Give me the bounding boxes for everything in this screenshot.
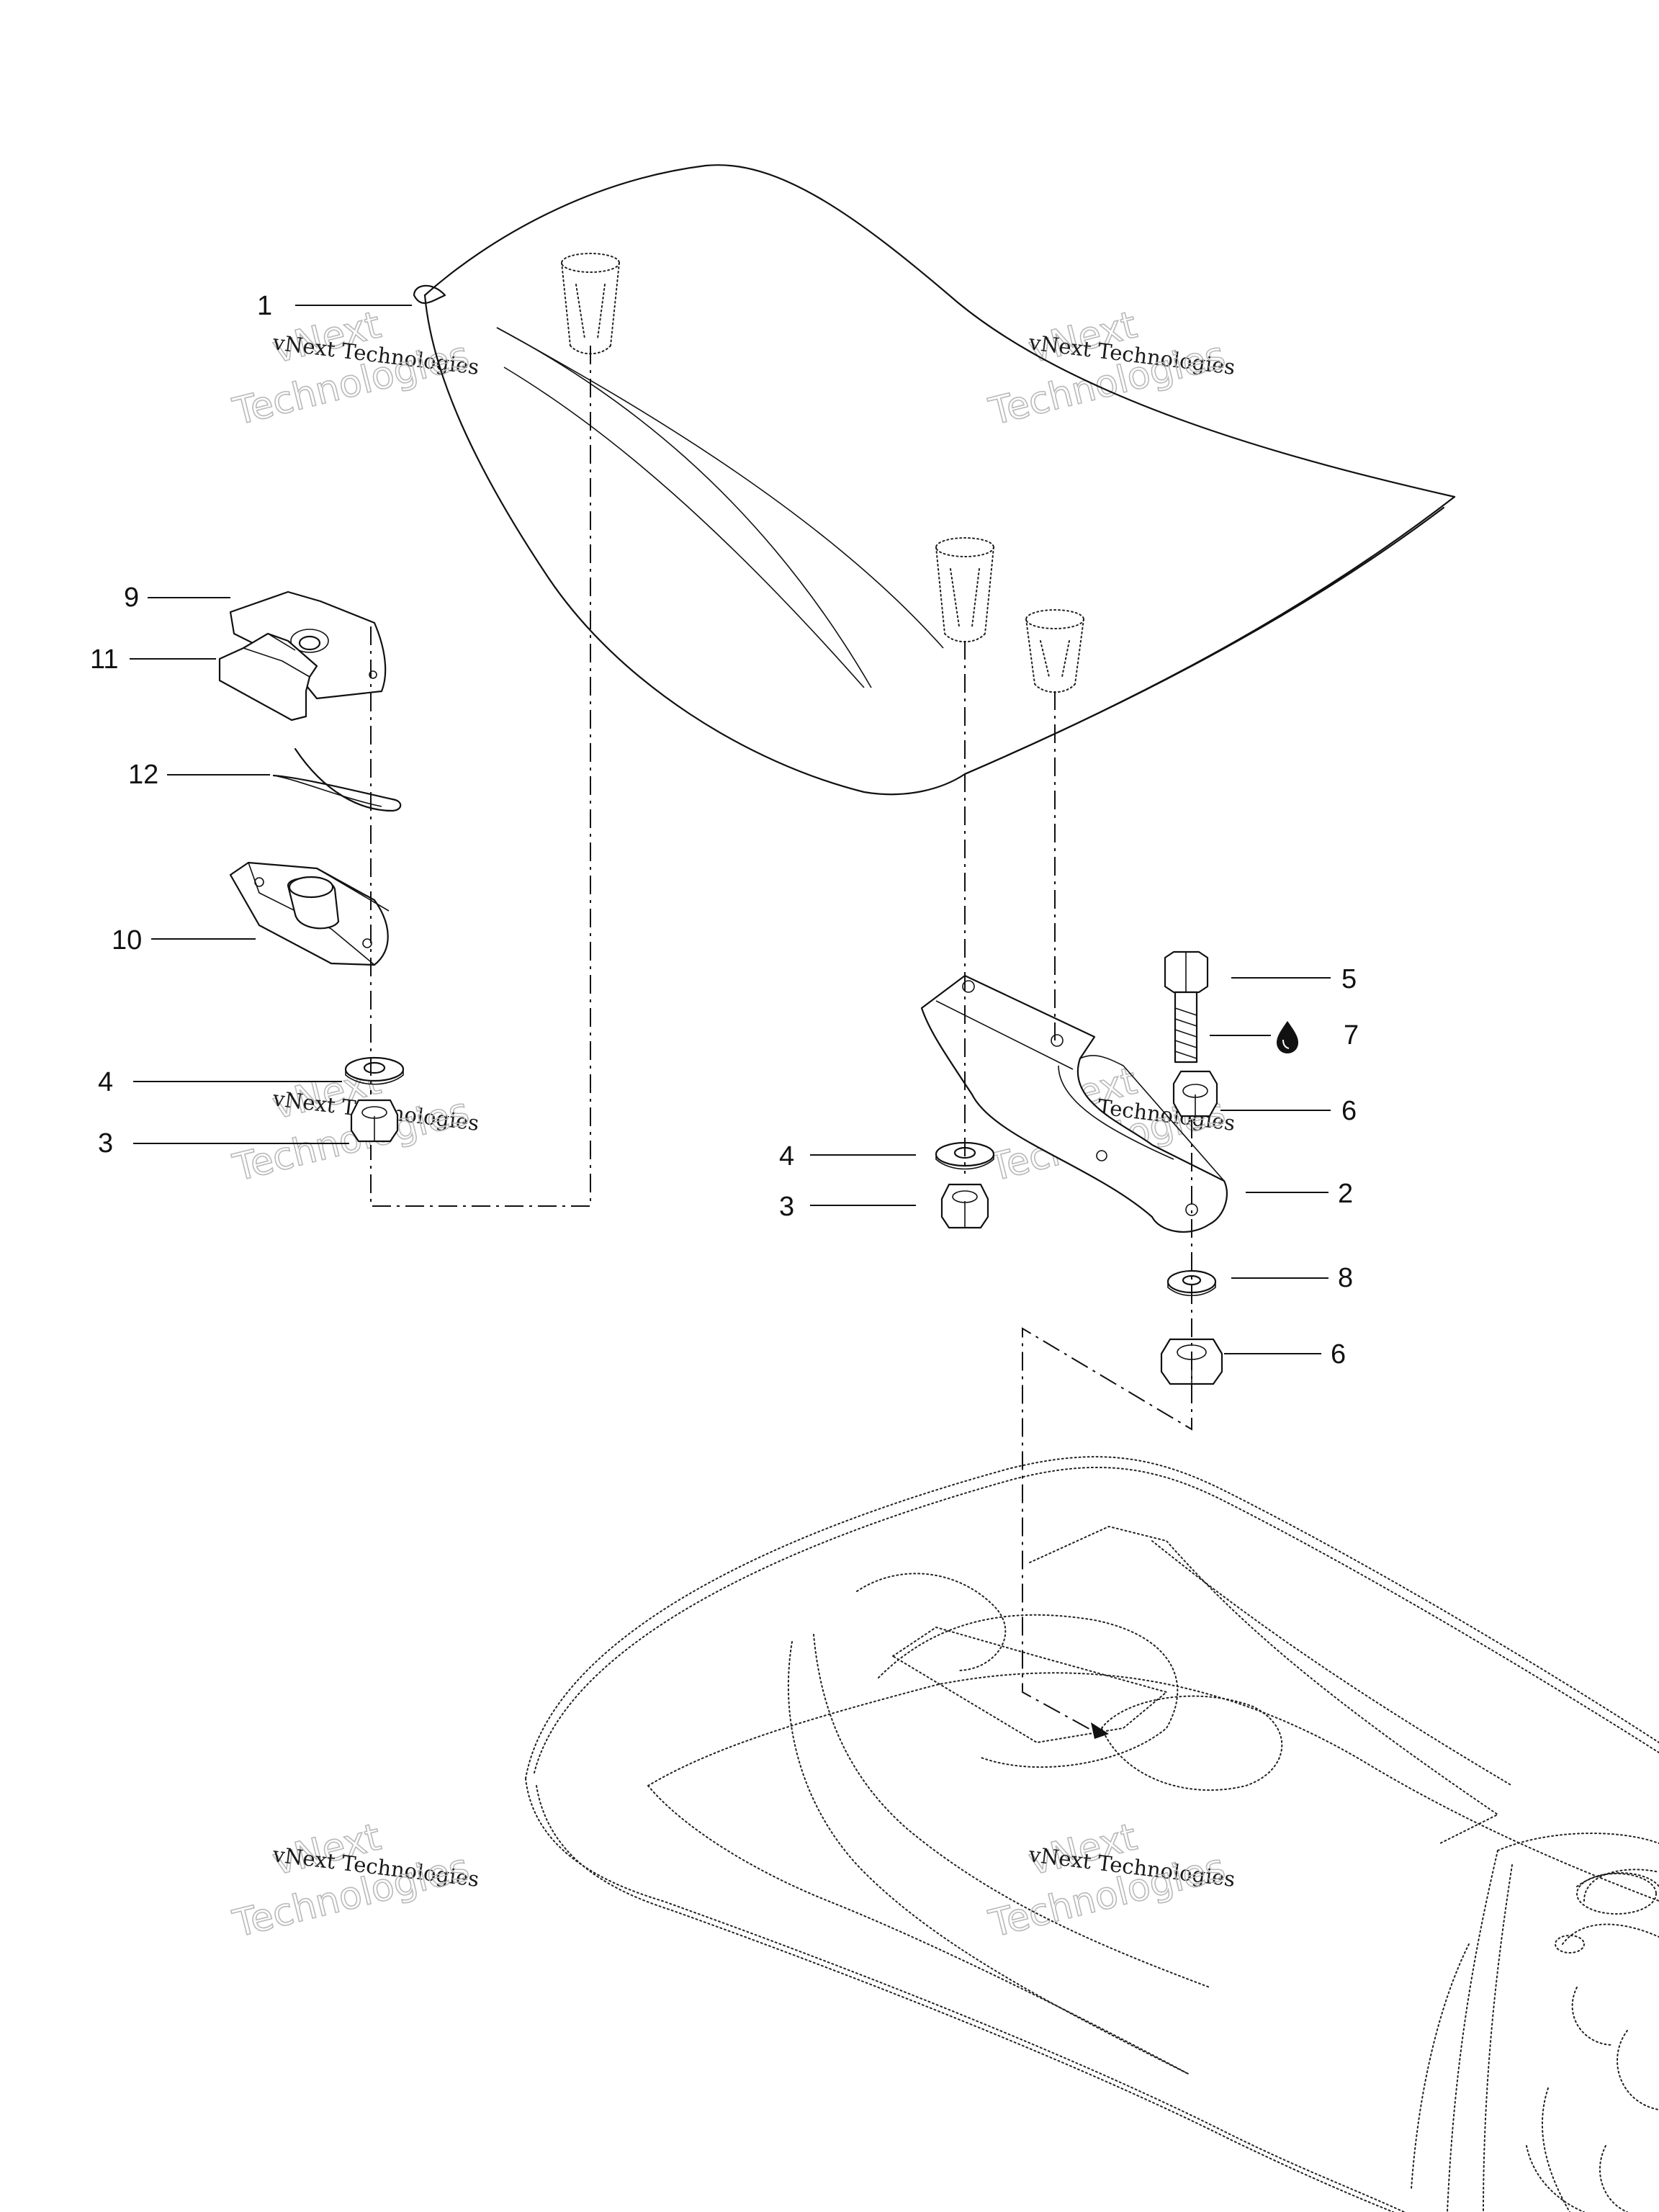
- svg-text:3: 3: [98, 1128, 113, 1159]
- svg-text:7: 7: [1344, 1020, 1359, 1051]
- svg-text:8: 8: [1338, 1263, 1353, 1293]
- callout-12: 12: [128, 760, 270, 790]
- svg-text:10: 10: [112, 925, 142, 956]
- svg-text:4: 4: [98, 1067, 113, 1097]
- callout-6-upper: 6: [1220, 1096, 1357, 1126]
- svg-text:1: 1: [257, 291, 272, 321]
- watermark-bottom-right: vNext vNext Technologies Technologies: [984, 1815, 1236, 1947]
- svg-text:2: 2: [1338, 1179, 1353, 1209]
- callout-1: 1: [257, 291, 412, 321]
- seat: [413, 164, 1456, 796]
- callout-11: 11: [90, 644, 216, 675]
- svg-text:5: 5: [1341, 964, 1357, 994]
- callout-4-left: 4: [98, 1067, 342, 1097]
- svg-text:6: 6: [1331, 1339, 1346, 1370]
- svg-text:3: 3: [779, 1192, 794, 1222]
- latch-upper-plate: [229, 590, 387, 700]
- watermark-bottom-left: vNext vNext Technologies Technologies: [228, 1815, 480, 1947]
- callout-4-right: 4: [779, 1141, 916, 1172]
- oil-drop-icon: [1277, 1021, 1298, 1053]
- seat-grommet: [935, 537, 994, 643]
- latch-lever: [218, 632, 318, 721]
- assembly-lines: [370, 346, 1192, 1739]
- svg-text:6: 6: [1341, 1096, 1357, 1126]
- watermark-top-right: vNext vNext Technologies Technologies: [984, 303, 1236, 435]
- svg-text:4: 4: [779, 1141, 794, 1172]
- svg-text:12: 12: [128, 760, 158, 790]
- svg-text:11: 11: [90, 644, 118, 675]
- callout-9: 9: [124, 583, 230, 613]
- seat-grommet: [561, 253, 620, 355]
- nut-right: [940, 1183, 989, 1229]
- bolt: [1164, 950, 1209, 1064]
- callout-10: 10: [112, 925, 256, 956]
- seat-grommet: [1025, 609, 1084, 693]
- callout-3-left: 3: [98, 1128, 349, 1159]
- hull-outline: [525, 1456, 1659, 2212]
- latch-base-bracket: [229, 861, 390, 966]
- nut-upper-right: [1172, 1070, 1218, 1118]
- callout-6-lower: 6: [1224, 1339, 1346, 1370]
- watermark-top-left: vNext vNext Technologies Technologies: [228, 303, 480, 435]
- nut-left: [350, 1099, 399, 1143]
- callout-5: 5: [1231, 964, 1357, 994]
- washer-left: [344, 1056, 405, 1085]
- callout-8: 8: [1231, 1263, 1353, 1293]
- latch-spring-clip: [272, 747, 402, 812]
- callout-2: 2: [1246, 1179, 1353, 1209]
- svg-text:9: 9: [124, 583, 139, 613]
- callout-7: 7: [1210, 1020, 1359, 1053]
- callout-3-right: 3: [779, 1192, 916, 1222]
